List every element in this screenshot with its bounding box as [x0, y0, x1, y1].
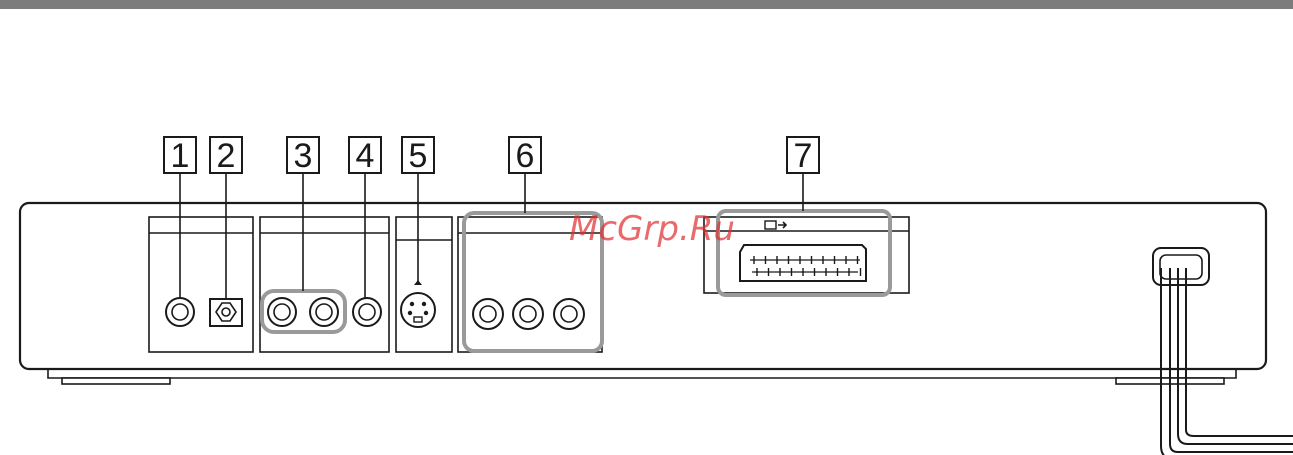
callout-1: 1	[164, 137, 196, 175]
callout-6-label: 6	[516, 137, 535, 175]
callout-1-label: 1	[171, 137, 190, 175]
callout-2-label: 2	[217, 137, 236, 175]
callout-2: 2	[210, 137, 242, 175]
component-y-jack	[473, 299, 503, 329]
video-out-jack	[353, 298, 381, 326]
panel-digital-audio	[149, 217, 253, 352]
callout-5-label: 5	[409, 137, 428, 175]
component-pb-jack	[513, 299, 543, 329]
component-pr-jack	[554, 299, 584, 329]
callout-4: 4	[349, 137, 381, 175]
callout-7-label: 7	[794, 137, 813, 175]
callout-7: 7	[787, 137, 819, 175]
scart-connector	[740, 245, 866, 281]
callout-5: 5	[402, 137, 434, 175]
optical-digital-out-icon	[210, 299, 242, 326]
left-foot	[62, 378, 170, 384]
audio-out-left-jack	[268, 298, 296, 326]
callout-6: 6	[509, 137, 541, 175]
callout-3-label: 3	[294, 137, 313, 175]
watermark: McGrp.Ru	[569, 209, 735, 249]
panel-s-video	[396, 217, 452, 352]
coaxial-digital-out-jack	[166, 298, 194, 326]
callout-3: 3	[287, 137, 319, 175]
chassis-bottom-lip	[48, 369, 1236, 378]
audio-out-right-jack	[310, 298, 338, 326]
callout-4-label: 4	[356, 137, 375, 175]
